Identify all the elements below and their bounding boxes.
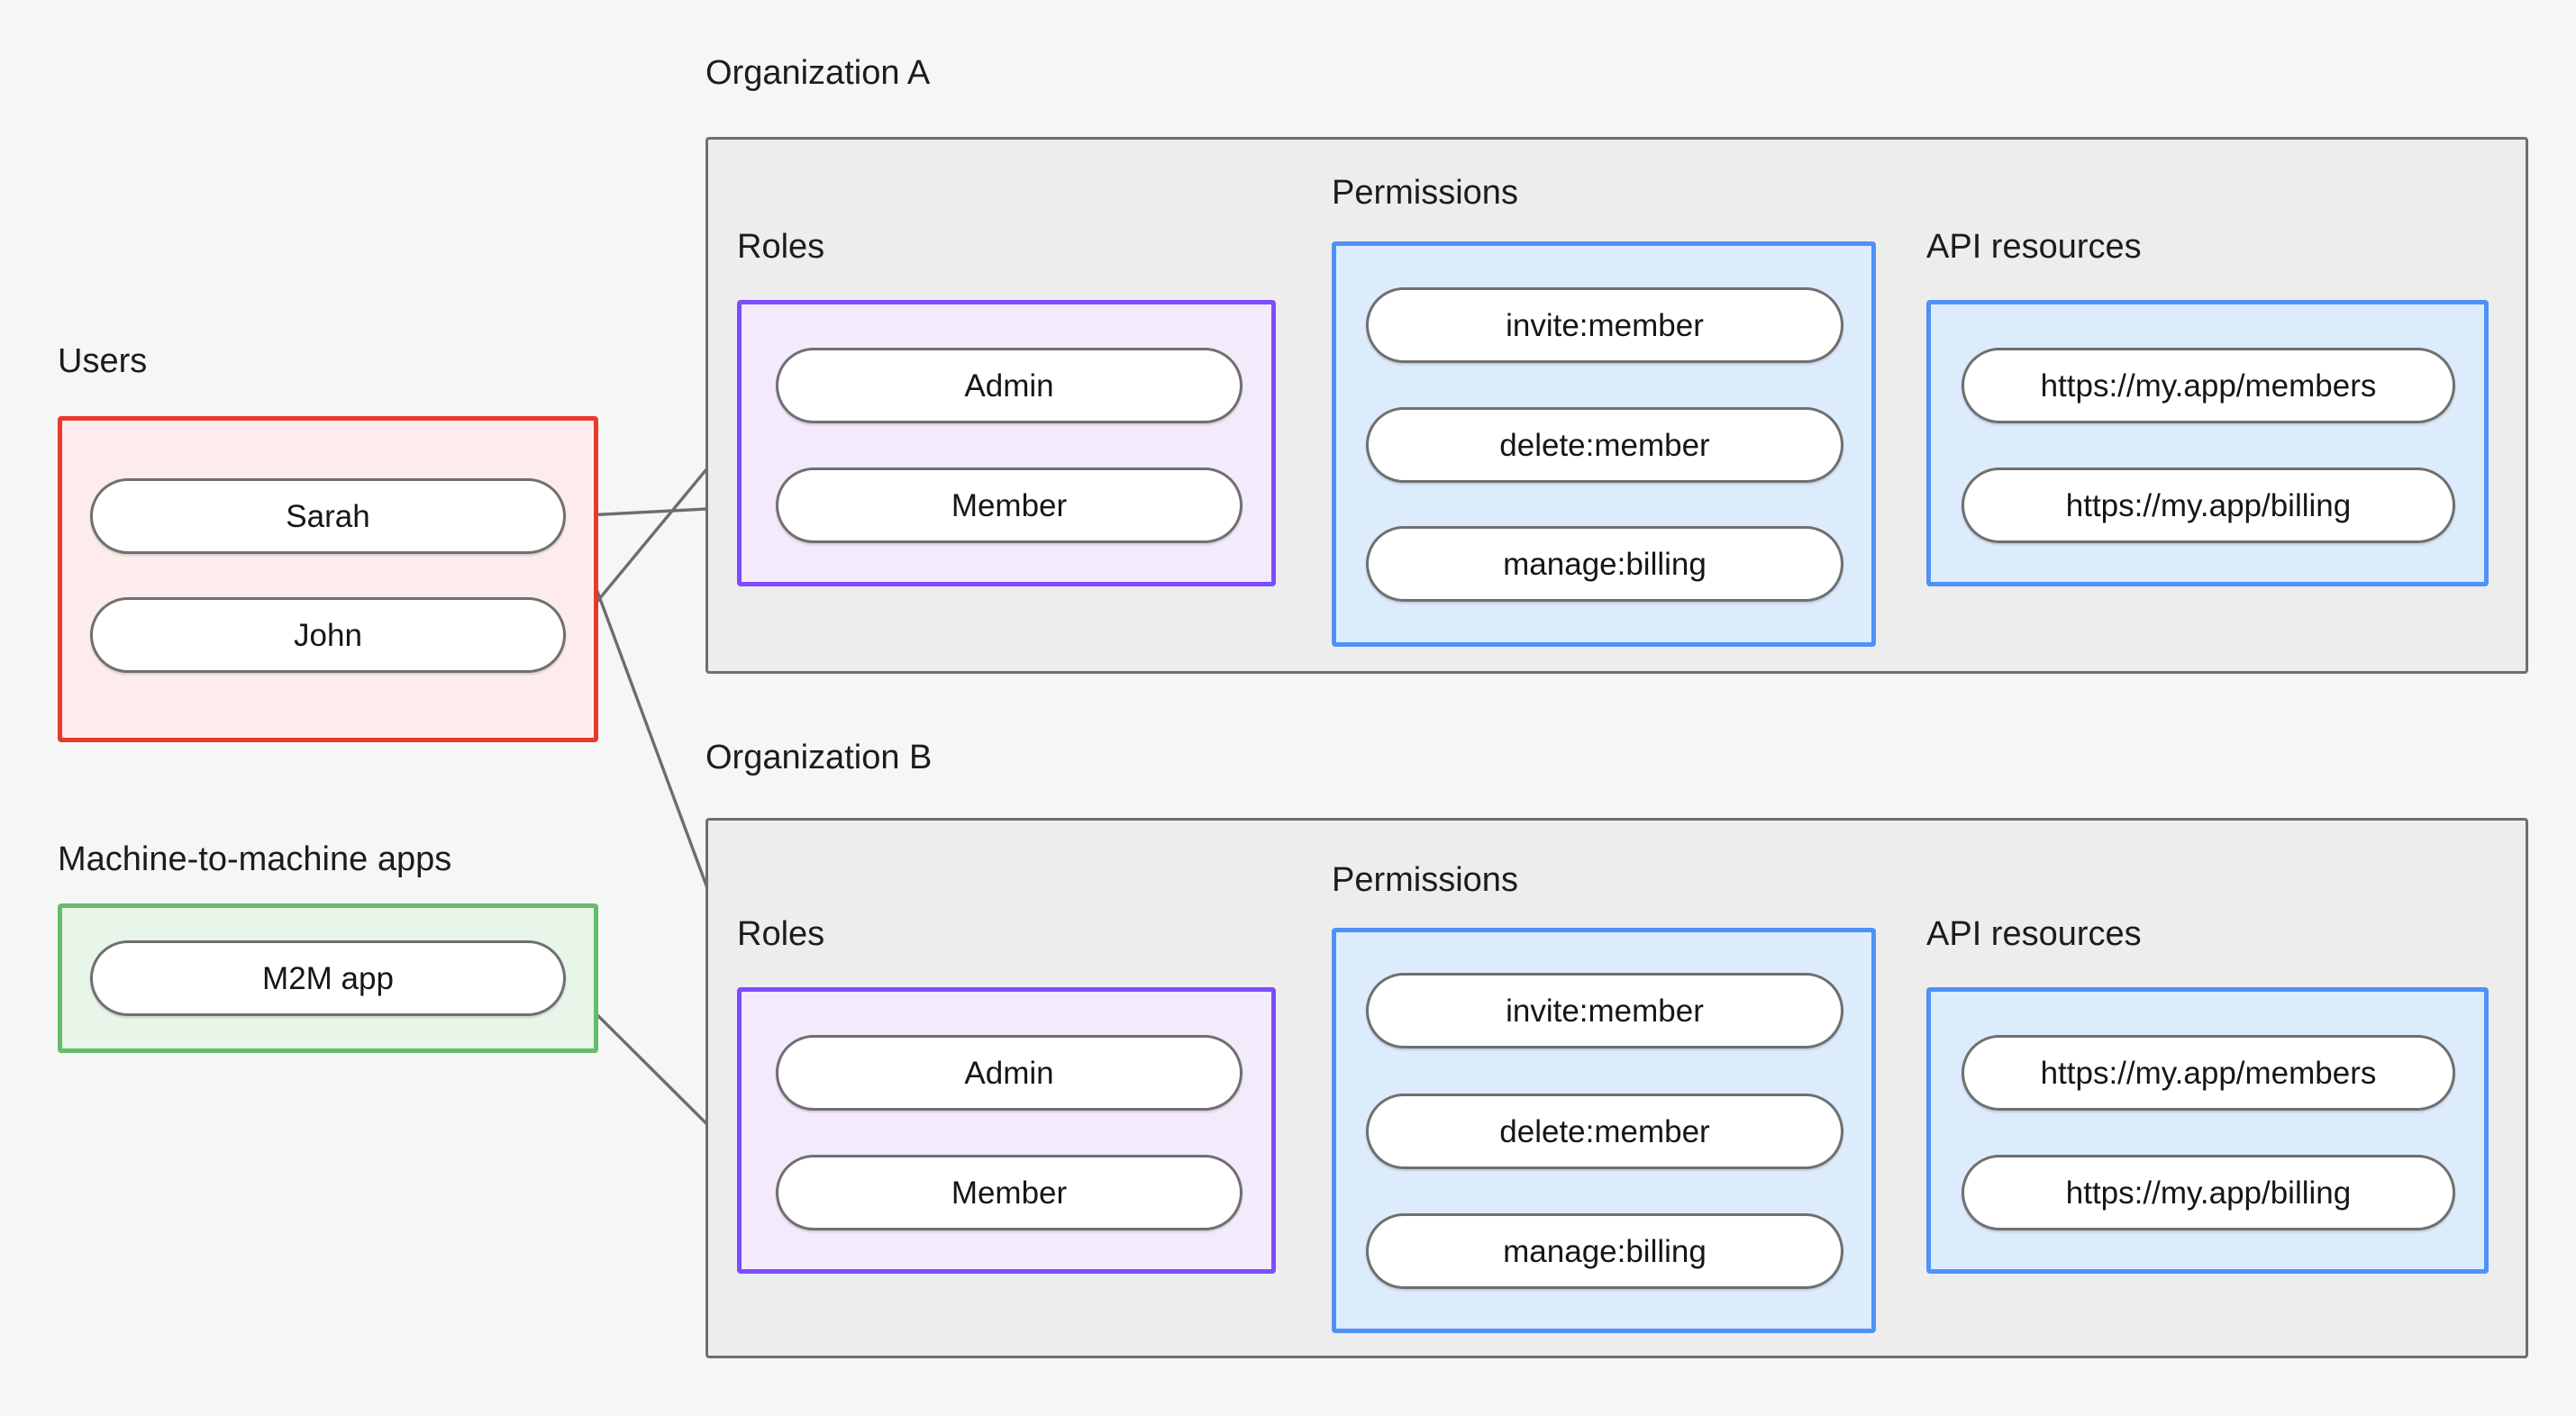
users-caption: Users bbox=[58, 342, 148, 380]
org-a-roles-caption: Roles bbox=[737, 228, 825, 266]
org-b-roles-box bbox=[737, 987, 1276, 1274]
node-org-b-role-admin[interactable]: Admin bbox=[776, 1035, 1242, 1111]
node-org-a-role-member[interactable]: Member bbox=[776, 467, 1242, 543]
node-org-a-permission-manage-billing[interactable]: manage:billing bbox=[1366, 526, 1843, 602]
node-org-b-role-member[interactable]: Member bbox=[776, 1155, 1242, 1230]
node-org-b-api-resource-billing[interactable]: https://my.app/billing bbox=[1962, 1155, 2455, 1230]
node-user-sarah[interactable]: Sarah bbox=[90, 478, 566, 554]
org-a-caption: Organization A bbox=[705, 54, 931, 92]
node-org-a-api-resource-members[interactable]: https://my.app/members bbox=[1962, 348, 2455, 423]
org-b-caption: Organization B bbox=[705, 739, 933, 776]
node-m2m-app[interactable]: M2M app bbox=[90, 940, 566, 1016]
org-a-roles-box bbox=[737, 300, 1276, 586]
org-a-api-resources-box bbox=[1926, 300, 2489, 586]
node-org-b-permission-invite-member[interactable]: invite:member bbox=[1366, 973, 1843, 1048]
node-org-b-permission-manage-billing[interactable]: manage:billing bbox=[1366, 1213, 1843, 1289]
node-org-b-api-resource-members[interactable]: https://my.app/members bbox=[1962, 1035, 2455, 1111]
org-a-permissions-caption: Permissions bbox=[1332, 174, 1518, 212]
users-box bbox=[58, 416, 598, 742]
node-org-a-permission-invite-member[interactable]: invite:member bbox=[1366, 287, 1843, 363]
node-user-john[interactable]: John bbox=[90, 597, 566, 673]
m2m-apps-caption: Machine-to-machine apps bbox=[58, 840, 452, 878]
node-org-a-permission-delete-member[interactable]: delete:member bbox=[1366, 407, 1843, 483]
org-b-api-resources-box bbox=[1926, 987, 2489, 1274]
org-a-api-resources-caption: API resources bbox=[1926, 228, 2142, 266]
org-b-api-resources-caption: API resources bbox=[1926, 915, 2142, 953]
org-b-permissions-caption: Permissions bbox=[1332, 861, 1518, 899]
node-org-a-role-admin[interactable]: Admin bbox=[776, 348, 1242, 423]
node-org-a-api-resource-billing[interactable]: https://my.app/billing bbox=[1962, 467, 2455, 543]
node-org-b-permission-delete-member[interactable]: delete:member bbox=[1366, 1094, 1843, 1169]
org-b-roles-caption: Roles bbox=[737, 915, 825, 953]
